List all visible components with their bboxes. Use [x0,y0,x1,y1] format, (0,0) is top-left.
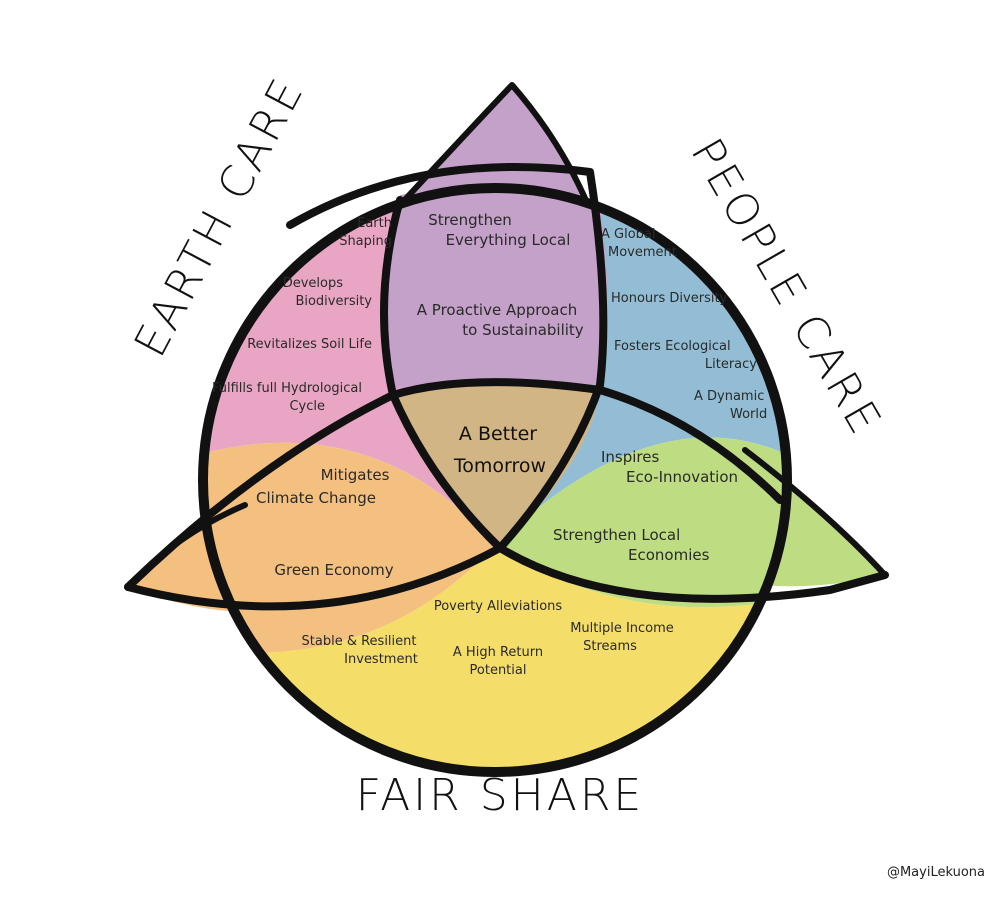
label-climate-2: Climate Change [256,489,376,507]
left-petal-outline [125,502,248,590]
label-investment-2: Investment [344,652,418,667]
label-diversity: Honours Diversity [611,291,728,306]
label-income-1: Multiple Income [570,621,674,636]
center-region [393,382,600,548]
label-literacy-1: Fosters Ecological [614,339,731,354]
ink-outlines [124,82,889,777]
label-strengthen-local-2: Everything Local [446,231,571,249]
label-earth-shaping-2: Shaping [339,234,392,249]
earth-people-overlap-region [382,184,608,390]
label-income-2: Streams [583,639,637,654]
label-biodiversity-2: Biodiversity [295,294,372,309]
label-local-economies-1: Strengthen Local [553,526,680,544]
label-eco-innovation-1: Inspires [601,448,660,466]
label-global-2: Movement [608,245,677,260]
label-proactive-2: to Sustainability [462,321,584,339]
bottom-arc-outline [124,544,504,611]
label-soil-life: Revitalizes Soil Life [247,337,372,352]
fair-share-title: FAIR SHARE [356,770,644,821]
label-proactive-1: A Proactive Approach [417,301,577,319]
center-label-line1: A Better [459,423,537,445]
label-dynamic-2: World [730,407,767,422]
author-credit: @MayiLekuona [887,865,985,880]
label-earth-shaping-1: Earth [357,216,392,231]
label-strengthen-local-1: Strengthen [428,211,512,229]
label-hydro-2: Cycle [289,399,325,414]
label-local-economies-2: Economies [628,546,710,564]
label-high-return-2: Potential [470,663,527,678]
center-label-line2: Tomorrow [453,455,546,477]
label-investment-1: Stable & Resilient [302,634,417,649]
people-arc-outline [380,196,889,603]
label-climate-1: Mitigates [321,466,390,484]
label-dynamic-1: A Dynamic [694,389,764,404]
label-eco-innovation-2: Eco-Innovation [626,468,738,486]
earth-arc-outline [286,163,608,552]
people-fair-overlap-region [495,437,787,608]
top-petal-outline [397,82,591,208]
label-high-return-1: A High Return [453,645,543,660]
label-global-1: A Global [601,227,656,242]
label-biodiversity-1: Develops [283,276,344,291]
label-literacy-2: Literacy [705,357,757,372]
right-petal-outline [742,447,888,578]
label-hydro-1: Fulfills full Hydrological [212,381,362,396]
fair-arc-outline [124,378,784,591]
label-poverty: Poverty Alleviations [434,599,563,614]
right-petal [745,450,885,587]
label-green-economy: Green Economy [274,561,393,579]
